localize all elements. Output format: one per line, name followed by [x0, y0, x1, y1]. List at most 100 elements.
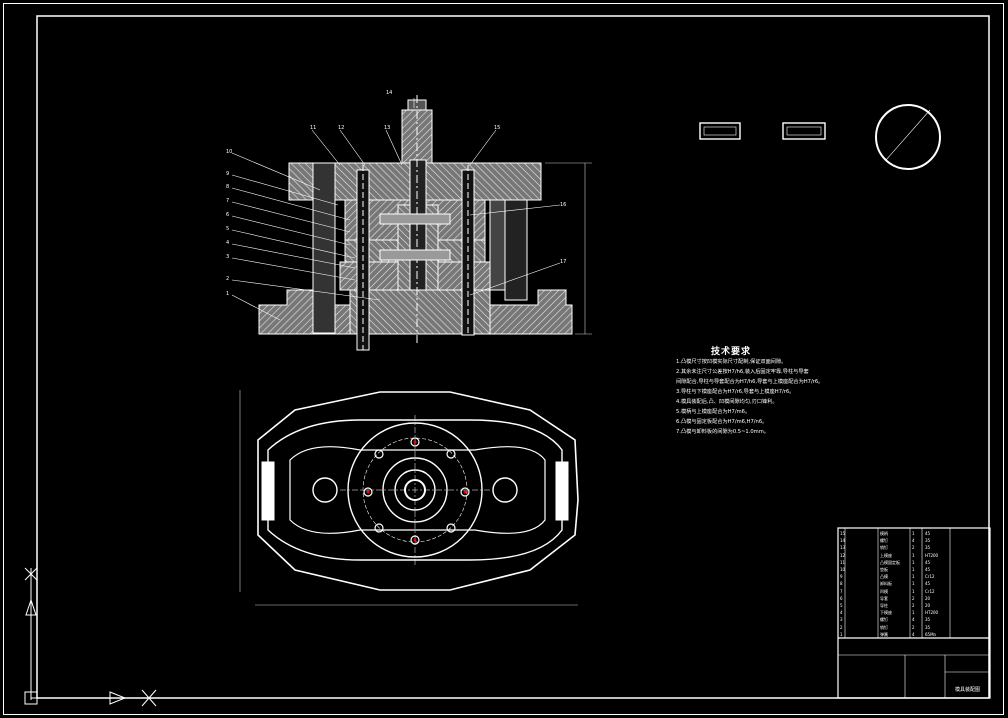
tech-note-line: 7.凸模与卸料板的间隙为0.5~1.0mm。 [676, 429, 769, 435]
bom-cell: 12 [840, 552, 846, 558]
part-balloon-label: 8 [226, 184, 229, 190]
bom-cell: HT200 [925, 610, 939, 616]
bom-cell: 10 [840, 567, 846, 572]
part-detail [699, 104, 941, 170]
bom-cell: 卸料板 [880, 581, 892, 587]
tech-note-line: 4.模具装配后,凸、凹模间隙均匀,刃口锋利。 [676, 399, 778, 405]
bom-row: 12 上模座 1 HT200 [838, 552, 990, 559]
part-balloon-label: 16 [560, 202, 566, 208]
bom-row: 3 螺钉 4 35 [838, 616, 990, 623]
bom-cell: 垫板 [880, 567, 888, 572]
part-balloon-label: 15 [494, 125, 500, 131]
part-balloon-label: 4 [226, 240, 229, 246]
bom-row: 8 卸料板 1 45 [838, 580, 990, 587]
bom-cell: 1 [912, 581, 915, 587]
bom-cell: 1 [912, 588, 915, 594]
pin-hole-markers [366, 440, 467, 542]
bom-cell: 1 [912, 559, 915, 565]
part-balloon-label: 17 [560, 259, 566, 265]
bom-cell: 11 [840, 559, 846, 565]
bom-row: 10 垫板 1 45 [838, 566, 990, 573]
bom-cell: 3 [840, 617, 843, 623]
bom-cell: 2 [912, 545, 915, 551]
bom-cell: 15 [840, 531, 846, 536]
bom-cell: 35 [925, 538, 931, 544]
drawing-frame [3, 3, 1004, 715]
bom-cell: 45 [925, 531, 931, 536]
tech-notes-title: 技术要求 [710, 347, 751, 357]
part-balloon-label: 14 [386, 90, 392, 96]
bom-cell: Cr12 [925, 574, 935, 580]
bom-cell: 2 [840, 624, 843, 630]
bom-cell: 1 [912, 531, 915, 536]
bom-cell: 20 [925, 595, 931, 601]
part-balloon-label: 6 [226, 212, 229, 218]
bom-cell: 凸模固定板 [880, 559, 900, 565]
bom-cell: 螺钉 [880, 538, 888, 544]
part-balloon-label: 10 [226, 149, 232, 155]
bom-cell: 6 [840, 595, 843, 601]
bom-cell: 7 [840, 588, 843, 594]
bom-cell: 下模座 [880, 610, 892, 616]
lower-die-seat [258, 289, 351, 335]
bom-cell: 螺钉 [880, 617, 888, 623]
part-balloon-label: 5 [226, 226, 229, 232]
part-balloon-label: 11 [310, 125, 316, 131]
bom-cell: 45 [925, 559, 931, 565]
tech-note-line: 6.凸模与固定板配合为H7/m6,H7/n6。 [676, 419, 768, 425]
bom-cell: 导柱 [880, 603, 888, 608]
tech-note-line: 2.其余未注尺寸公差按H7/h6,装入后固定牢靠,导柱与导套 [676, 369, 809, 375]
part-balloon-label: 2 [226, 276, 229, 282]
bom-cell: 1 [912, 574, 915, 580]
bom-cell: 4 [912, 538, 915, 544]
bom-cell: Cr12 [925, 588, 935, 594]
bom-cell: 45 [925, 567, 931, 572]
tech-note-line: 间隙配合,导柱与导套配合为H7/h6,导套与上模座配合为H7/r6。 [676, 379, 824, 385]
part-balloon-label: 9 [226, 171, 229, 177]
part-balloon-label: 3 [226, 254, 229, 260]
bom-cell: 8 [840, 581, 843, 587]
bom-cell: 4 [840, 610, 843, 616]
ucs-icon [24, 567, 157, 707]
bom-cell: 销钉 [880, 545, 888, 551]
title-block-name: 模具装配图 [955, 687, 981, 693]
bom-cell: HT200 [925, 552, 939, 558]
bom-cell: 上模座 [880, 552, 892, 558]
bom-row: 4 下模座 1 HT200 [838, 609, 990, 616]
bom-row: 11 凸模固定板 1 45 [838, 559, 990, 566]
bom-row: 6 导套 2 20 [838, 595, 990, 602]
bom-cell: 4 [912, 617, 915, 623]
bom-cell: 1 [912, 610, 915, 616]
part-balloon-label: 7 [226, 198, 229, 204]
bom-cell: 5 [840, 603, 843, 608]
section-view [231, 95, 592, 351]
bom-cell: 1 [912, 552, 915, 558]
part-balloon-label: 1 [226, 291, 229, 297]
bom-cell: 45 [925, 581, 931, 587]
bom-cell: 9 [840, 574, 843, 580]
bom-cell: 2 [912, 624, 915, 630]
bom-cell: 65Mn [925, 631, 937, 637]
plan-view [239, 390, 579, 606]
bom-cell: 35 [925, 617, 931, 623]
bom-table [837, 527, 991, 699]
bom-cell: 35 [925, 545, 931, 551]
bom-row: 7 凹模 1 Cr12 [838, 588, 990, 595]
tech-note-line: 1.凸模尺寸按凹模实际尺寸配制,保证双面间隙。 [676, 359, 787, 365]
bom-cell: 20 [925, 603, 931, 608]
bom-cell: 2 [912, 595, 915, 601]
bom-row: 5 导柱 2 20 [838, 602, 990, 609]
bom-cell: 1 [912, 567, 915, 572]
bom-cell: 导套 [880, 595, 888, 601]
bom-cell: 凹模 [880, 588, 888, 594]
tech-note-line: 3.导柱与下模座配合为H7/r6,导套与上模座H7/r6。 [676, 389, 795, 395]
bom-cell: 2 [912, 603, 915, 608]
technical-requirements: 技术要求 1.凸模尺寸按凹模实际尺寸配制,保证双面间隙。 2.其余未注尺寸公差按… [676, 344, 826, 437]
part-balloon-label: 12 [338, 125, 344, 131]
